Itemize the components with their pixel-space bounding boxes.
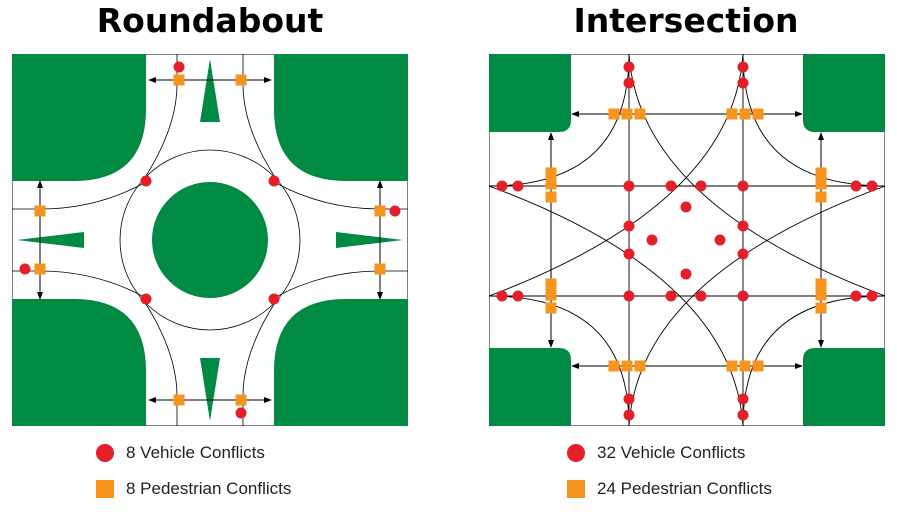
pedestrian-conflict-marker [739, 108, 751, 120]
roundabout-vehicle-conflicts [19, 61, 401, 419]
vehicle-conflict-marker [623, 393, 635, 405]
pedestrian-conflict-marker [545, 191, 557, 203]
intersection-vehicle-conflicts [496, 61, 878, 421]
circulating-lane-outer [119, 149, 301, 331]
intersection-pedestrian-label: 24 Pedestrian Conflicts [597, 479, 772, 498]
pedestrian-conflict-marker [739, 360, 751, 372]
vehicle-conflict-marker [737, 77, 749, 89]
vehicle-conflict-marker [623, 409, 635, 421]
intersection-legend: 32 Vehicle Conflicts 24 Pedestrian Confl… [567, 442, 772, 514]
pedestrian-conflict-marker [726, 108, 738, 120]
vehicle-conflict-marker [665, 180, 677, 192]
pedestrian-conflict-marker [608, 360, 620, 372]
intersection-title: Intersection [573, 1, 799, 40]
vehicle-conflict-marker [623, 220, 635, 232]
vehicle-conflict-marker [737, 248, 749, 260]
vehicle-conflict-marker [623, 61, 635, 73]
pedestrian-conflict-marker [726, 360, 738, 372]
vehicle-conflict-marker [623, 248, 635, 260]
pedestrian-conflict-swatch [567, 480, 585, 498]
roundabout-pedestrian-conflicts [34, 74, 386, 406]
vehicle-conflict-marker [695, 290, 707, 302]
pedestrian-conflict-marker [815, 178, 827, 190]
vehicle-conflict-marker [389, 205, 401, 217]
pedestrian-conflict-marker [545, 289, 557, 301]
pedestrian-conflict-swatch [96, 480, 114, 498]
pedestrian-conflict-marker [173, 74, 185, 86]
roundabout-title: Roundabout [96, 1, 324, 40]
vehicle-conflict-marker [850, 290, 862, 302]
splitter-islands [17, 59, 403, 421]
pedestrian-conflict-marker [815, 278, 827, 290]
pedestrian-conflict-marker [34, 263, 46, 275]
vehicle-conflict-marker [623, 290, 635, 302]
vehicle-conflict-marker [680, 201, 692, 213]
vehicle-conflict-swatch [567, 444, 585, 462]
pedestrian-conflict-marker [374, 263, 386, 275]
vehicle-conflict-marker [665, 290, 677, 302]
vehicle-conflict-marker [19, 263, 31, 275]
intersection-corner-blocks [489, 54, 885, 426]
pedestrian-conflict-marker [235, 394, 247, 406]
vehicle-conflict-marker [140, 293, 152, 305]
vehicle-conflict-marker [737, 180, 749, 192]
pedestrian-conflict-marker [752, 108, 764, 120]
vehicle-conflict-marker [140, 175, 152, 187]
vehicle-conflict-marker [737, 290, 749, 302]
central-island [152, 182, 268, 298]
pedestrian-conflict-marker [545, 278, 557, 290]
vehicle-conflict-marker [866, 290, 878, 302]
pedestrian-conflict-marker [752, 360, 764, 372]
vehicle-conflict-marker [496, 180, 508, 192]
vehicle-conflict-marker [714, 234, 726, 246]
pedestrian-conflict-marker [621, 360, 633, 372]
pedestrian-conflict-marker [374, 205, 386, 217]
pedestrian-conflict-marker [815, 167, 827, 179]
vehicle-conflict-marker [850, 180, 862, 192]
pedestrian-conflict-marker [608, 108, 620, 120]
intersection-diagram [489, 54, 885, 426]
pedestrian-conflict-marker [34, 205, 46, 217]
vehicle-conflict-marker [680, 268, 692, 280]
pedestrian-conflict-marker [545, 178, 557, 190]
vehicle-conflict-marker [173, 61, 185, 73]
roundabout-vehicle-label: 8 Vehicle Conflicts [126, 443, 265, 462]
vehicle-conflict-marker [695, 180, 707, 192]
vehicle-conflict-marker [737, 61, 749, 73]
vehicle-conflict-marker [268, 175, 280, 187]
pedestrian-conflict-marker [815, 302, 827, 314]
vehicle-conflict-marker [496, 290, 508, 302]
vehicle-conflict-marker [737, 409, 749, 421]
pedestrian-conflict-marker [634, 108, 646, 120]
pedestrian-conflict-marker [235, 74, 247, 86]
pedestrian-conflict-marker [545, 167, 557, 179]
pedestrian-conflict-marker [634, 360, 646, 372]
roundabout-corner-islands [12, 54, 408, 426]
roundabout-pedestrian-label: 8 Pedestrian Conflicts [126, 479, 292, 498]
pedestrian-conflict-marker [815, 191, 827, 203]
vehicle-conflict-marker [623, 180, 635, 192]
crosswalk-arrows [39, 79, 381, 401]
roundabout-legend: 8 Vehicle Conflicts 8 Pedestrian Conflic… [96, 442, 291, 514]
intersection-pedestrian-conflicts [545, 108, 827, 372]
vehicle-conflict-marker [737, 393, 749, 405]
vehicle-conflict-marker [512, 290, 524, 302]
vehicle-conflict-marker [623, 77, 635, 89]
vehicle-conflict-marker [866, 180, 878, 192]
pedestrian-conflict-marker [173, 394, 185, 406]
vehicle-conflict-swatch [96, 444, 114, 462]
vehicle-conflict-marker [268, 293, 280, 305]
pedestrian-conflict-marker [815, 289, 827, 301]
vehicle-conflict-marker [235, 407, 247, 419]
roundabout-diagram [12, 54, 408, 426]
pedestrian-conflict-marker [621, 108, 633, 120]
pedestrian-conflict-marker [545, 302, 557, 314]
intersection-vehicle-label: 32 Vehicle Conflicts [597, 443, 746, 462]
vehicle-conflict-marker [646, 234, 658, 246]
vehicle-conflict-marker [512, 180, 524, 192]
vehicle-conflict-marker [737, 220, 749, 232]
